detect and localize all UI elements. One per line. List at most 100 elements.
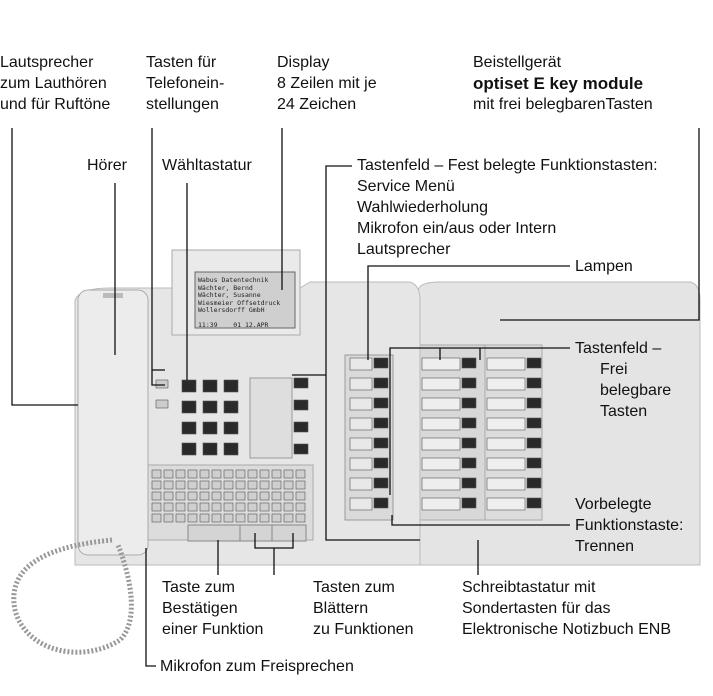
dialpad-key (223, 442, 239, 456)
dialpad-key (181, 379, 197, 393)
function-key (293, 421, 309, 433)
keyboard-key (187, 502, 198, 512)
label-line: Service Menü (357, 178, 455, 195)
label-line: belegbare (600, 382, 672, 399)
handset (11, 289, 149, 655)
key-label (421, 477, 461, 491)
module-key (526, 417, 542, 429)
key-label (349, 417, 373, 431)
function-key (293, 377, 309, 389)
function-key (373, 457, 389, 469)
label-dialpad: Wähltastatur (162, 157, 252, 174)
keyboard-key (175, 480, 186, 490)
display-line: Wabus Datentechnik (198, 276, 269, 284)
label-settings-keys: Tasten für Telefonein- stellungen (146, 52, 224, 115)
key-module (417, 281, 701, 566)
keyboard-key (199, 513, 210, 523)
module-key (461, 437, 477, 449)
label-line: Wahlwiederholung (357, 199, 489, 216)
label-line: Bestätigen (162, 600, 238, 617)
module-key (461, 357, 477, 369)
keyboard-key (259, 480, 270, 490)
dialpad-key (181, 442, 197, 456)
keyboard-key (187, 469, 198, 479)
keyboard-key (211, 502, 222, 512)
key-label (349, 357, 373, 371)
module-key (526, 357, 542, 369)
key-label (421, 437, 461, 451)
keyboard-key (271, 491, 282, 501)
keyboard-key (283, 513, 294, 523)
label-lamps: Lampen (575, 258, 633, 275)
key-label (421, 497, 461, 511)
keyboard-key (247, 513, 258, 523)
label-line: 8 Zeilen mit je (277, 75, 377, 92)
keyboard-key (235, 469, 246, 479)
module-key (461, 477, 477, 489)
keyboard-key (187, 480, 198, 490)
keyboard-key (151, 513, 162, 523)
function-key (373, 397, 389, 409)
keyboard-key (295, 513, 306, 523)
keyboard-key (271, 513, 282, 523)
keyboard-key (151, 491, 162, 501)
label-handset: Hörer (87, 157, 128, 174)
keyboard-key (283, 502, 294, 512)
settings-key (155, 379, 169, 389)
dialpad-key (202, 379, 218, 393)
keyboard-key (187, 513, 198, 523)
keyboard-key (151, 480, 162, 490)
keyboard-key (271, 502, 282, 512)
label-line: einer Funktion (162, 621, 264, 638)
key-label (421, 417, 461, 431)
label-free-keys: Tastenfeld – Frei belegbare Tasten (575, 338, 671, 422)
label-line: mit frei belegbarenTasten (473, 96, 653, 113)
label-display: Display 8 Zeilen mit je 24 Zeichen (277, 52, 377, 115)
dialpad-key (202, 421, 218, 435)
key-label (486, 397, 526, 411)
key-label (486, 357, 526, 371)
display-line: Wollersdorff GmbH (198, 306, 265, 314)
keyboard-key (175, 491, 186, 501)
module-key (461, 497, 477, 509)
function-key (373, 437, 389, 449)
keyboard-key (235, 513, 246, 523)
keyboard-key (295, 502, 306, 512)
keyboard-key (283, 480, 294, 490)
function-key (293, 399, 309, 411)
keyboard-key (235, 502, 246, 512)
keyboard-key (259, 491, 270, 501)
label-line: Frei (600, 361, 628, 378)
keyboard-key (223, 513, 234, 523)
keyboard-key (235, 480, 246, 490)
keyboard-key (211, 513, 222, 523)
keyboard-key (187, 491, 198, 501)
key-label (349, 377, 373, 391)
function-key (293, 443, 309, 455)
module-key (461, 397, 477, 409)
function-key (373, 497, 389, 509)
keyboard-key (283, 469, 294, 479)
keyboard-key (163, 513, 174, 523)
label-line: stellungen (146, 96, 219, 113)
key-label (486, 457, 526, 471)
keyboard-key (199, 502, 210, 512)
keyboard-key (235, 491, 246, 501)
display-time: 11:39 (198, 320, 218, 329)
phone-base (74, 249, 421, 566)
display-date: 01 12.APR (233, 320, 269, 329)
keyboard-key (259, 513, 270, 523)
dialpad-key (223, 400, 239, 414)
label-line: Sondertasten für das (462, 600, 611, 617)
dialpad-key (181, 421, 197, 435)
label-line: Lautsprecher (0, 54, 94, 71)
label-line: Tastenfeld – (575, 340, 662, 357)
settings-key (155, 399, 169, 409)
keyboard-key (295, 480, 306, 490)
keyboard-key (175, 513, 186, 523)
keyboard-key (247, 502, 258, 512)
label-line: Display (277, 54, 330, 71)
label-line: zu Funktionen (313, 621, 414, 638)
keyboard-key (223, 491, 234, 501)
keyboard-key (223, 469, 234, 479)
